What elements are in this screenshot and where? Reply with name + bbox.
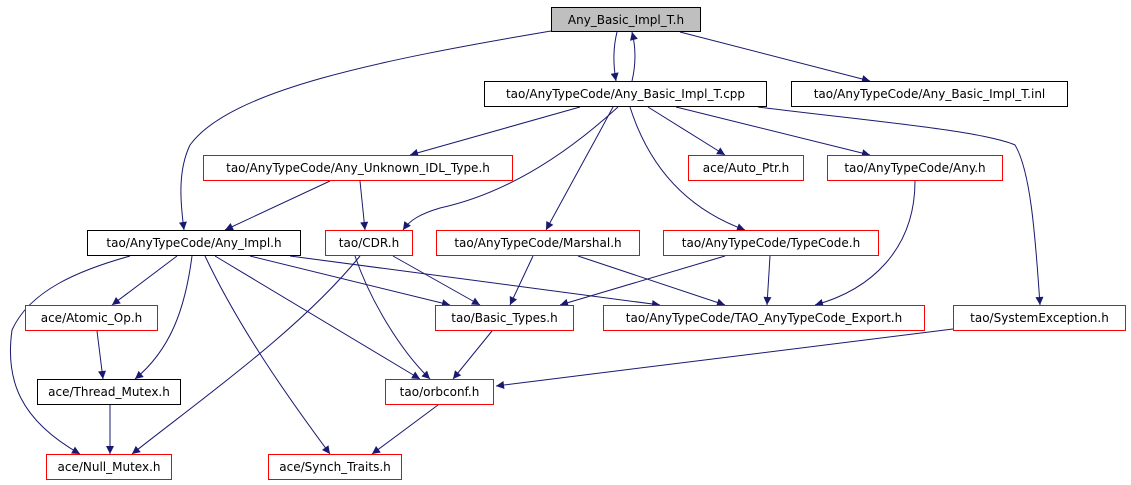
node-thread-mutex-h[interactable]: ace/Thread_Mutex.h [37, 379, 181, 405]
node-label: ace/Null_Mutex.h [57, 460, 161, 474]
edge-unknown-to-anyimpl [224, 180, 331, 231]
node-label: tao/AnyTypeCode/Any_Unknown_IDL_Type.h [226, 161, 490, 175]
edge-cpp-to-any [675, 106, 871, 157]
edge-cpp-to-unknown [409, 106, 581, 157]
node-atomic-op-h[interactable]: ace/Atomic_Op.h [25, 305, 158, 331]
edge-anyimpl-to-synch [204, 255, 331, 455]
node-synch-traits-h[interactable]: ace/Synch_Traits.h [268, 454, 402, 480]
node-label: tao/AnyTypeCode/Any.h [844, 161, 986, 175]
node-label: tao/AnyTypeCode/TypeCode.h [681, 236, 861, 250]
edge-marshal-to-basic [509, 255, 534, 306]
edge-cpp-to-marshal [545, 106, 614, 231]
node-any-impl-h[interactable]: tao/AnyTypeCode/Any_Impl.h [87, 230, 301, 256]
edge-anyimpl-to-nullmutex [9, 255, 131, 455]
edge-cpp-to-typecode [629, 106, 746, 232]
edge-root-to-inl [679, 31, 871, 83]
node-label: ace/Thread_Mutex.h [48, 385, 170, 399]
edge-anyimpl-to-threadmutex [134, 255, 193, 380]
edge-typecode-to-export [763, 255, 772, 306]
edge-any-to-export [814, 180, 916, 307]
edge-cdr-to-nullmutex [131, 255, 361, 455]
edge-sysexc-to-orbconf [495, 328, 954, 389]
node-label: tao/SystemException.h [970, 311, 1109, 325]
node-label: tao/AnyTypeCode/TAO_AnyTypeCode_Export.h [625, 311, 903, 325]
node-label: tao/AnyTypeCode/Any_Basic_Impl_T.inl [813, 87, 1046, 101]
node-label: tao/orbconf.h [399, 385, 480, 399]
node-label: tao/AnyTypeCode/Marshal.h [454, 236, 622, 250]
node-typecode-h[interactable]: tao/AnyTypeCode/TypeCode.h [663, 230, 879, 256]
node-any-basic-impl-t-cpp[interactable]: tao/AnyTypeCode/Any_Basic_Impl_T.cpp [484, 81, 767, 107]
edge-cpp-to-sysexc [757, 106, 1044, 306]
node-basic-types-h[interactable]: tao/Basic_Types.h [435, 305, 574, 331]
node-any-basic-impl-t-inl[interactable]: tao/AnyTypeCode/Any_Basic_Impl_T.inl [791, 81, 1068, 107]
node-label: ace/Auto_Ptr.h [702, 161, 790, 175]
edge-unknown-to-cdr [359, 180, 369, 231]
edge-marshal-to-export [577, 255, 726, 307]
node-any-basic-impl-t-h[interactable]: Any_Basic_Impl_T.h [551, 7, 701, 32]
edge-anyimpl-to-orbconf [214, 255, 421, 380]
node-system-exception-h[interactable]: tao/SystemException.h [953, 305, 1126, 331]
edge-orbconf-to-synch [371, 404, 439, 455]
edge-cpp-to-cdr [402, 106, 619, 231]
edge-cdr-to-orbconf [354, 255, 431, 380]
node-label: tao/CDR.h [338, 236, 400, 250]
node-label: tao/AnyTypeCode/Any_Impl.h [106, 236, 282, 250]
edge-anyimpl-to-export [289, 255, 661, 308]
node-label: tao/Basic_Types.h [451, 311, 558, 325]
edge-anyimpl-to-basic [249, 255, 451, 307]
edge-basic-to-orbconf [452, 330, 493, 380]
node-label: ace/Atomic_Op.h [40, 311, 143, 325]
edge-typecode-to-basic [559, 255, 726, 307]
node-cdr-h[interactable]: tao/CDR.h [325, 230, 413, 256]
edge-atomic-to-threadmutex [96, 330, 106, 380]
node-null-mutex-h[interactable]: ace/Null_Mutex.h [46, 454, 172, 480]
node-label: ace/Synch_Traits.h [279, 460, 391, 474]
edge-cdr-to-basic [392, 255, 481, 306]
node-label: Any_Basic_Impl_T.h [567, 12, 685, 27]
edge-cpp-to-root [630, 31, 638, 82]
node-any-h[interactable]: tao/AnyTypeCode/Any.h [827, 155, 1003, 181]
edge-root-to-anyimpl [178, 30, 552, 231]
node-auto-ptr-h[interactable]: ace/Auto_Ptr.h [688, 155, 804, 181]
node-any-unknown-idl-type-h[interactable]: tao/AnyTypeCode/Any_Unknown_IDL_Type.h [203, 155, 513, 181]
node-orbconf-h[interactable]: tao/orbconf.h [385, 379, 494, 405]
node-tao-anytypecode-export-h[interactable]: tao/AnyTypeCode/TAO_AnyTypeCode_Export.h [603, 305, 925, 331]
edge-anyimpl-to-atomic [111, 255, 178, 306]
edge-root-to-cpp [610, 31, 619, 82]
node-label: tao/AnyTypeCode/Any_Basic_Impl_T.cpp [505, 87, 746, 101]
node-marshal-h[interactable]: tao/AnyTypeCode/Marshal.h [436, 230, 640, 256]
edge-cpp-to-autoptr [647, 106, 726, 156]
